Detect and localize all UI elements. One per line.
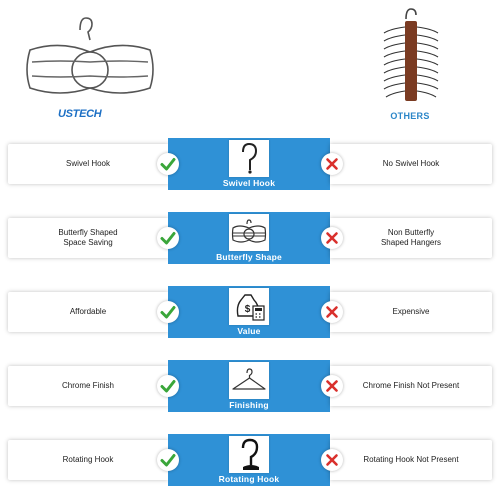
cross-icon	[321, 449, 343, 471]
ustech-feature-card: Swivel Hook	[8, 144, 168, 184]
ustech-feature-card: Affordable	[8, 292, 168, 332]
feature-category-block: Rotating Hook	[168, 434, 330, 486]
others-feature-card: Expensive	[330, 292, 492, 332]
comparison-row-value: Affordable $ Value Expensive	[0, 286, 500, 338]
others-feature-card: Chrome Finish Not Present	[330, 366, 492, 406]
others-feature-card: Rotating Hook Not Present	[330, 440, 492, 480]
ustech-feature-text: Rotating Hook	[62, 455, 114, 464]
feature-category-label: Rotating Hook	[218, 474, 280, 484]
others-label: OTHERS	[390, 111, 430, 121]
ustech-feature-text: Chrome Finish	[61, 381, 114, 390]
feature-category-label: Finishing	[229, 400, 269, 410]
feature-category-label: Butterfly Shape	[216, 252, 282, 262]
check-icon	[157, 301, 179, 323]
others-feature-text: Chrome Finish Not Present	[362, 381, 460, 390]
others-feature-card: No Swivel Hook	[330, 144, 492, 184]
check-icon	[157, 153, 179, 175]
comparison-row-swivel-hook: Swivel Hook Swivel Hook No Swivel Hook	[0, 138, 500, 190]
ustech-feature-text: Butterfly Shaped Space Saving	[58, 228, 118, 247]
brand-logo: USTECH	[58, 108, 102, 120]
feature-category-block: $ Value	[168, 286, 330, 338]
cross-icon	[321, 153, 343, 175]
ustech-butterfly-hanger-image	[20, 10, 160, 100]
cross-icon	[321, 375, 343, 397]
check-icon	[157, 227, 179, 249]
others-feature-text: No Swivel Hook	[382, 159, 440, 168]
money-bag-calculator-icon: $	[229, 288, 269, 325]
svg-text:$: $	[245, 304, 251, 315]
feature-category-block: Swivel Hook	[168, 138, 330, 190]
comparison-row-butterfly-shape: Butterfly Shaped Space Saving Butterfly …	[0, 212, 500, 264]
butterfly-hanger-icon	[229, 214, 269, 251]
rotating-hook-icon	[229, 436, 269, 473]
feature-category-label: Value	[237, 326, 261, 336]
others-feature-text: Rotating Hook Not Present	[363, 455, 459, 464]
other-tie-rack-image	[370, 5, 450, 105]
others-feature-text: Non Butterfly Shaped Hangers	[380, 228, 442, 247]
ustech-feature-card: Butterfly Shaped Space Saving	[8, 218, 168, 258]
hanger-icon	[229, 362, 269, 399]
ustech-feature-card: Rotating Hook	[8, 440, 168, 480]
ustech-feature-text: Swivel Hook	[65, 159, 110, 168]
others-feature-text: Expensive	[392, 307, 430, 316]
check-icon	[157, 449, 179, 471]
others-feature-card: Non Butterfly Shaped Hangers	[330, 218, 492, 258]
ustech-feature-text: Affordable	[69, 307, 107, 316]
feature-category-block: Butterfly Shape	[168, 212, 330, 264]
comparison-row-finishing: Chrome Finish Finishing Chrome Finish No…	[0, 360, 500, 412]
feature-category-label: Swivel Hook	[222, 178, 276, 188]
cross-icon	[321, 227, 343, 249]
ustech-feature-card: Chrome Finish	[8, 366, 168, 406]
swivel-hook-icon	[229, 140, 269, 177]
comparison-row-rotating-hook: Rotating Hook Rotating Hook Rotating Hoo…	[0, 434, 500, 486]
feature-category-block: Finishing	[168, 360, 330, 412]
check-icon	[157, 375, 179, 397]
cross-icon	[321, 301, 343, 323]
